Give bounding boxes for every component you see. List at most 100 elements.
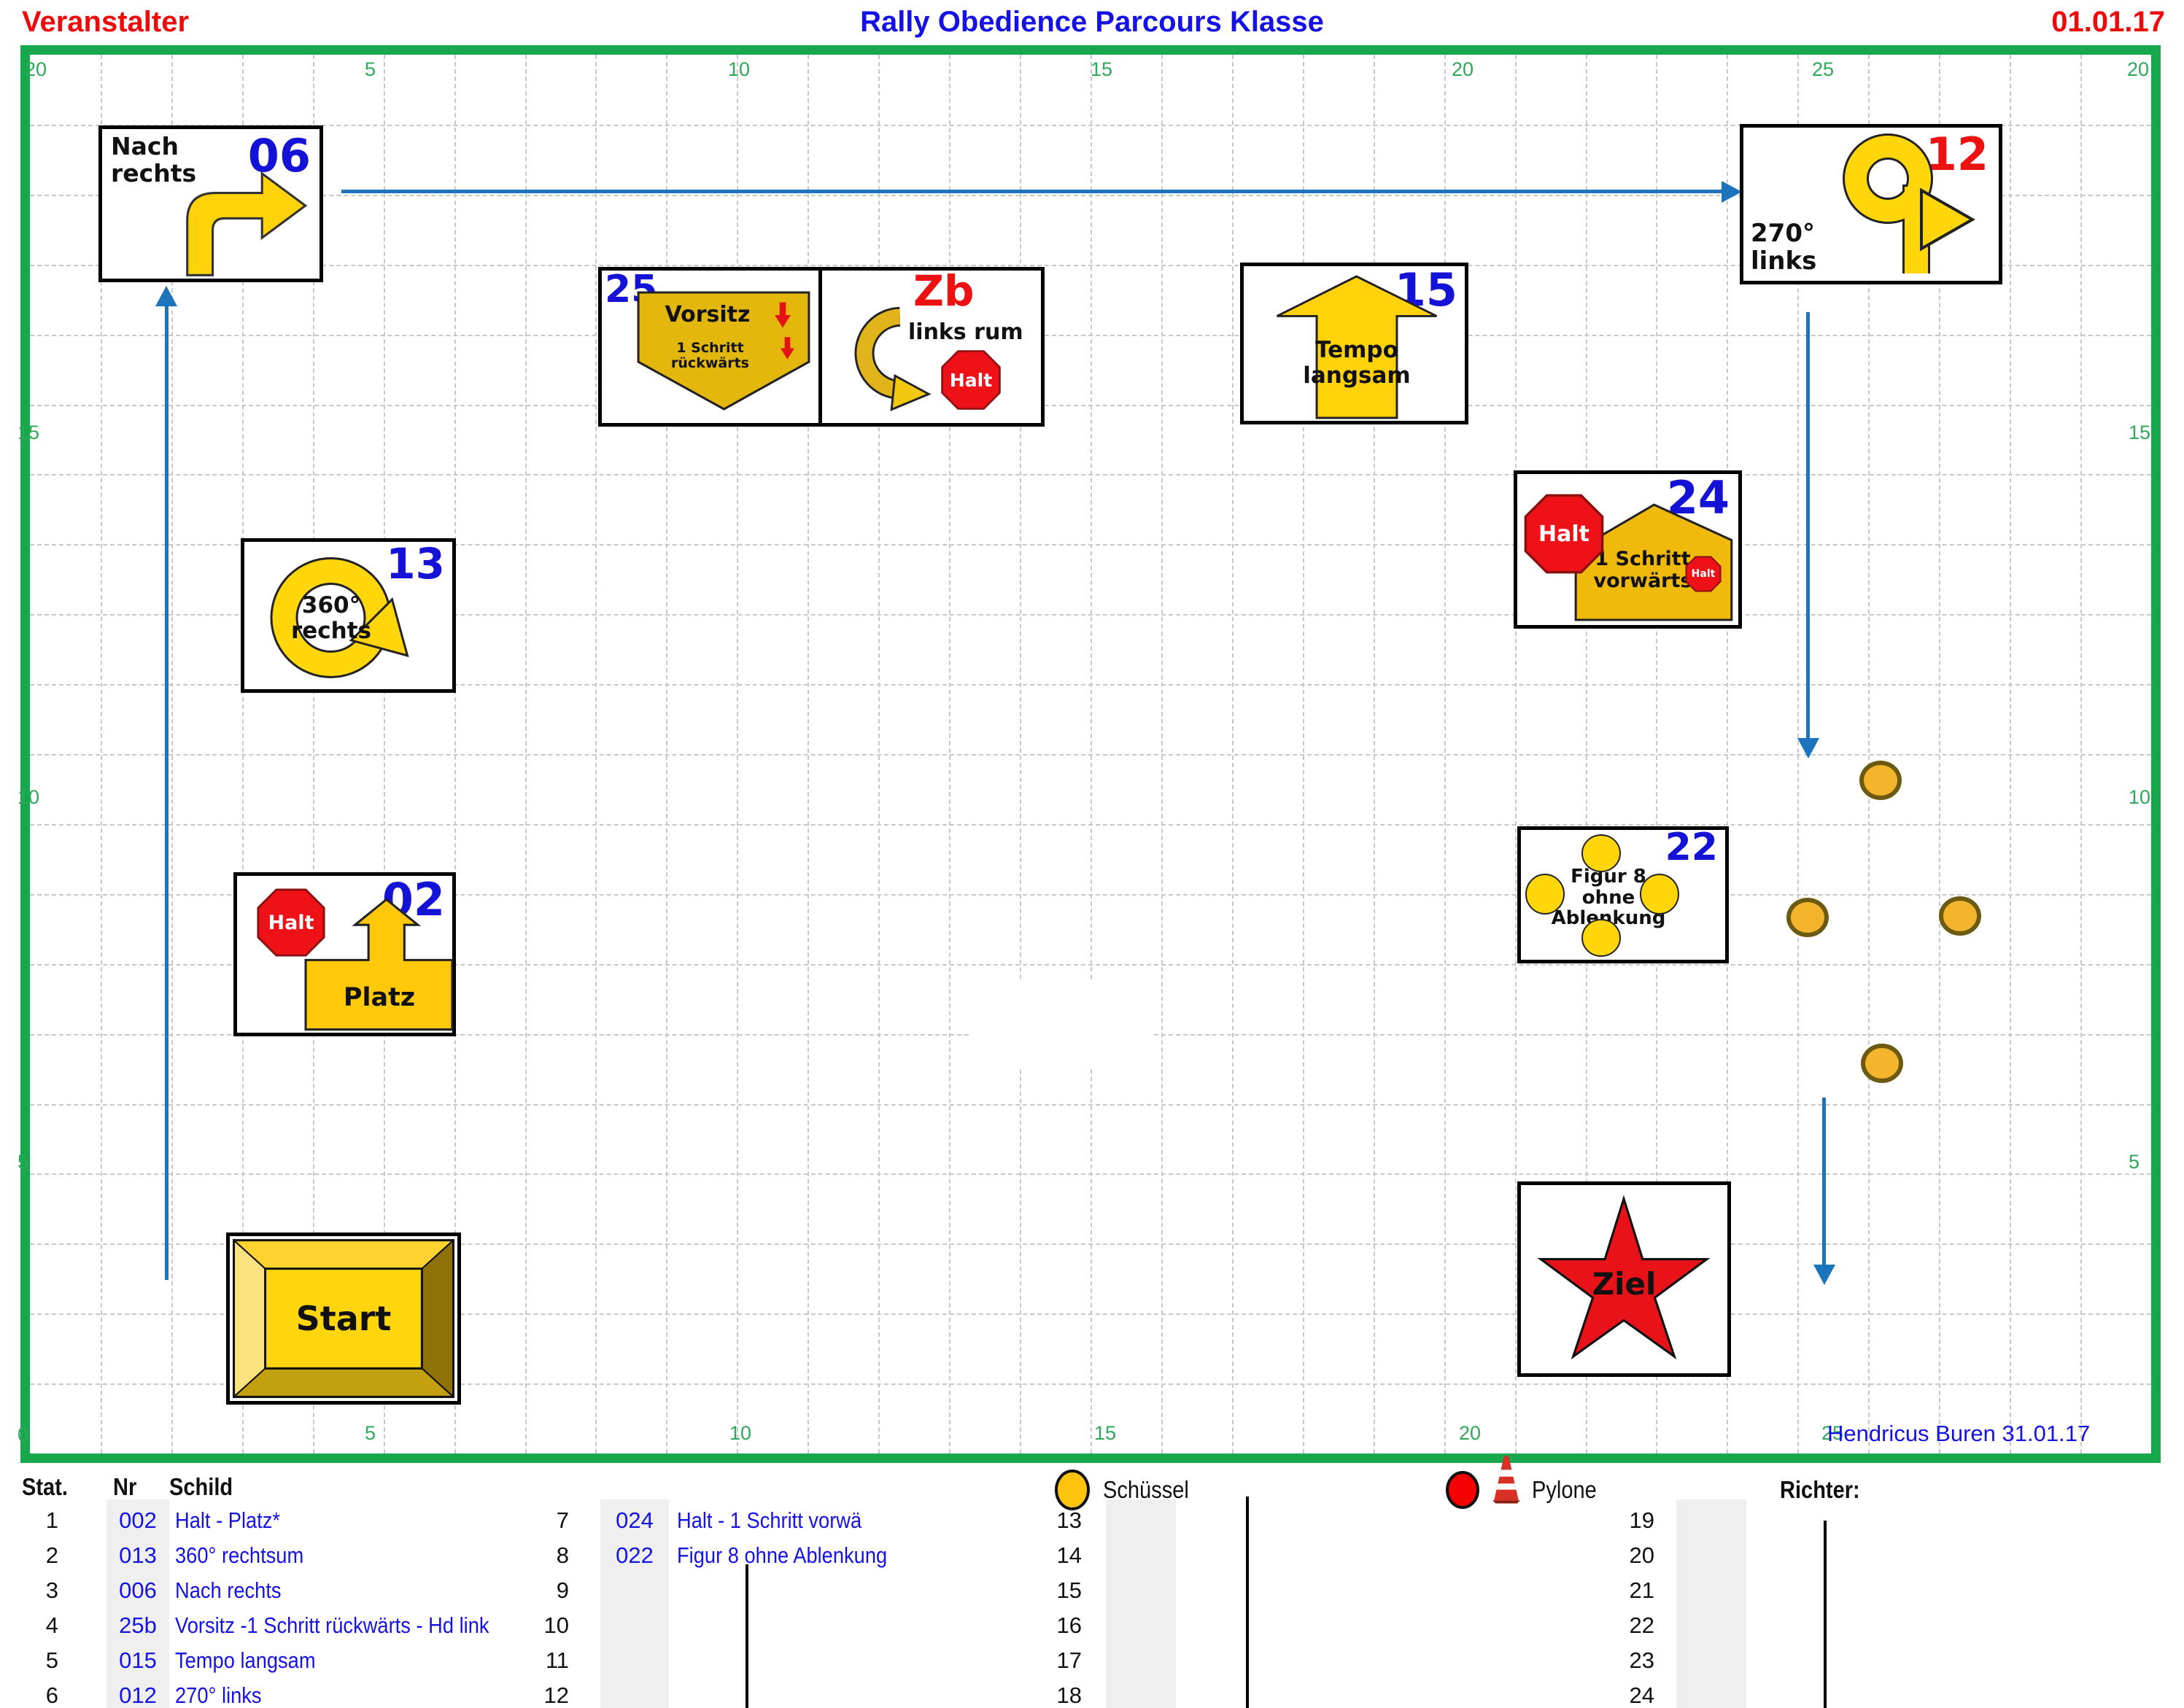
up-arrow-sign-icon	[1276, 275, 1438, 419]
station-card-15: 15 Tempo langsam	[1240, 263, 1468, 424]
axis-label: 15	[1094, 1422, 1117, 1444]
table-row-nr: 006	[119, 1577, 157, 1603]
axis-label: 10	[728, 58, 751, 80]
vorsitz-sign-icon	[637, 291, 810, 411]
axis-label: 25	[1812, 58, 1835, 80]
axis-label: 20	[2127, 58, 2150, 80]
arrow-start-to-06-head-icon	[155, 286, 177, 306]
axis-label: 20	[1452, 58, 1474, 80]
arrow-to-ziel-head-icon	[1813, 1265, 1835, 1285]
table-row-stat: 16	[1056, 1612, 1082, 1638]
red-down-arrow-icon	[780, 337, 795, 360]
grid-line	[30, 614, 2151, 616]
table-row-stat: 19	[1629, 1507, 1654, 1533]
halt-small-sign-icon: Halt	[1685, 556, 1722, 592]
links-rum-arrow-icon	[854, 306, 932, 411]
start-sign: Start	[226, 1233, 461, 1405]
grid-line	[30, 823, 2151, 826]
station-15-title: Tempo langsam	[1303, 337, 1411, 389]
ziel-label: Ziel	[1592, 1266, 1657, 1302]
axis-label: 0	[18, 1424, 29, 1445]
station-13-number: 13	[386, 539, 445, 589]
axis-label: 15	[2129, 422, 2151, 443]
arrow-06-to-12-head-icon	[1722, 181, 1742, 203]
table-row-nr: 022	[616, 1542, 654, 1568]
table-divider-line	[746, 1564, 748, 1708]
table-header-schild: Schild	[169, 1473, 233, 1500]
station-24-text: 1 Schritt vorwärts	[1593, 548, 1692, 593]
grid-line	[30, 474, 2151, 476]
turn-360-right-arrow-icon	[270, 557, 409, 678]
grid-line	[30, 544, 2151, 546]
table-divider-line	[1246, 1497, 1249, 1708]
grid-line	[30, 893, 2151, 896]
table-row-stat: 23	[1629, 1647, 1654, 1673]
arrow-to-ziel	[1822, 1098, 1826, 1265]
start-label: Start	[295, 1299, 392, 1338]
table-row-stat: 18	[1056, 1682, 1082, 1708]
table-row-nr: 002	[119, 1507, 157, 1533]
grid-line	[30, 1313, 2151, 1316]
table-row-schild: Halt - Platz*	[175, 1507, 281, 1533]
organizer-label: Veranstalter	[22, 6, 190, 38]
station-card-24: 24 1 Schritt vorwärts Halt Halt	[1514, 470, 1742, 629]
station-12-number: 12	[1925, 128, 1989, 181]
axis-label: 5	[365, 58, 376, 80]
platz-sign-icon	[304, 898, 454, 1031]
station-22-title: Figur 8 ohne Ablenkung	[1551, 866, 1666, 930]
red-down-arrow-icon	[775, 302, 791, 328]
grid-line	[30, 684, 2151, 686]
turn-270-left-arrow-icon	[1843, 133, 1976, 273]
station-card-zb: Zb links rum Halt	[818, 266, 1045, 427]
table-row-stat: 9	[556, 1577, 569, 1603]
table-row-schild: Vorsitz -1 Schritt rückwärts - Hd link	[175, 1612, 489, 1638]
station-zb-title: links rum	[908, 319, 1023, 345]
grid-line	[30, 1383, 2151, 1386]
station-06-number: 06	[247, 129, 311, 182]
station-13-title: 360° rechts	[290, 592, 372, 644]
table-header-stat: Stat.	[22, 1473, 68, 1500]
table-row-stat: 8	[556, 1542, 569, 1568]
axis-label: 5	[365, 1422, 376, 1444]
table-row-stat: 6	[45, 1682, 58, 1708]
table-row-schild: 360° rechtsum	[175, 1542, 304, 1568]
table-row-stat: 2	[45, 1542, 58, 1568]
grid-line	[30, 404, 2151, 406]
station-06-title: Nach rechts	[111, 132, 197, 187]
table-row-stat: 20	[1629, 1542, 1654, 1568]
turn-right-arrow-icon	[186, 171, 308, 276]
station-02-title: Platz	[343, 983, 416, 1012]
axis-label: 5	[2129, 1151, 2140, 1173]
table-row-stat: 7	[556, 1507, 569, 1533]
pylone-cone-icon	[1492, 1456, 1520, 1504]
table-row-schild: Figur 8 ohne Ablenkung	[677, 1542, 888, 1568]
table-row-nr	[600, 1644, 669, 1677]
richter-label: Richter:	[1780, 1476, 1860, 1503]
table-row-stat: 4	[45, 1612, 58, 1638]
table-row-nr: 024	[616, 1507, 654, 1533]
table-row-schild: Tempo langsam	[175, 1647, 316, 1673]
axis-label: 15	[18, 422, 40, 443]
station-card-22: 22 Figur 8 ohne Ablenkung	[1517, 826, 1729, 963]
table-row-nr	[600, 1609, 669, 1642]
halt-sign-label: Halt	[949, 369, 993, 391]
axis-label: 10	[18, 786, 40, 808]
pylone-dot-icon	[1446, 1471, 1479, 1509]
nr-column-background	[107, 1499, 169, 1708]
blank-patch	[970, 981, 1153, 1068]
station-25-line2: 1 Schritt rückwärts	[671, 340, 749, 372]
station-22-number: 22	[1665, 826, 1718, 869]
arrow-start-to-06	[165, 305, 169, 1280]
schuessel-legend-label: Schüssel	[1103, 1476, 1189, 1503]
table-row-stat: 10	[543, 1612, 569, 1638]
date-label: 01.01.17	[2051, 6, 2165, 38]
signature: Hendricus Buren 31.01.17	[1827, 1421, 2091, 1446]
axis-label: 25	[1821, 1422, 1844, 1444]
bowl-icon	[1786, 898, 1829, 937]
table-row-stat: 5	[45, 1647, 58, 1673]
pylone-legend-label: Pylone	[1532, 1476, 1597, 1503]
table-row-nr	[600, 1679, 669, 1708]
table-header-nr: Nr	[113, 1473, 137, 1500]
figure8-bowls-icon	[1525, 834, 1679, 957]
ziel-sign: Ziel	[1517, 1181, 1731, 1377]
